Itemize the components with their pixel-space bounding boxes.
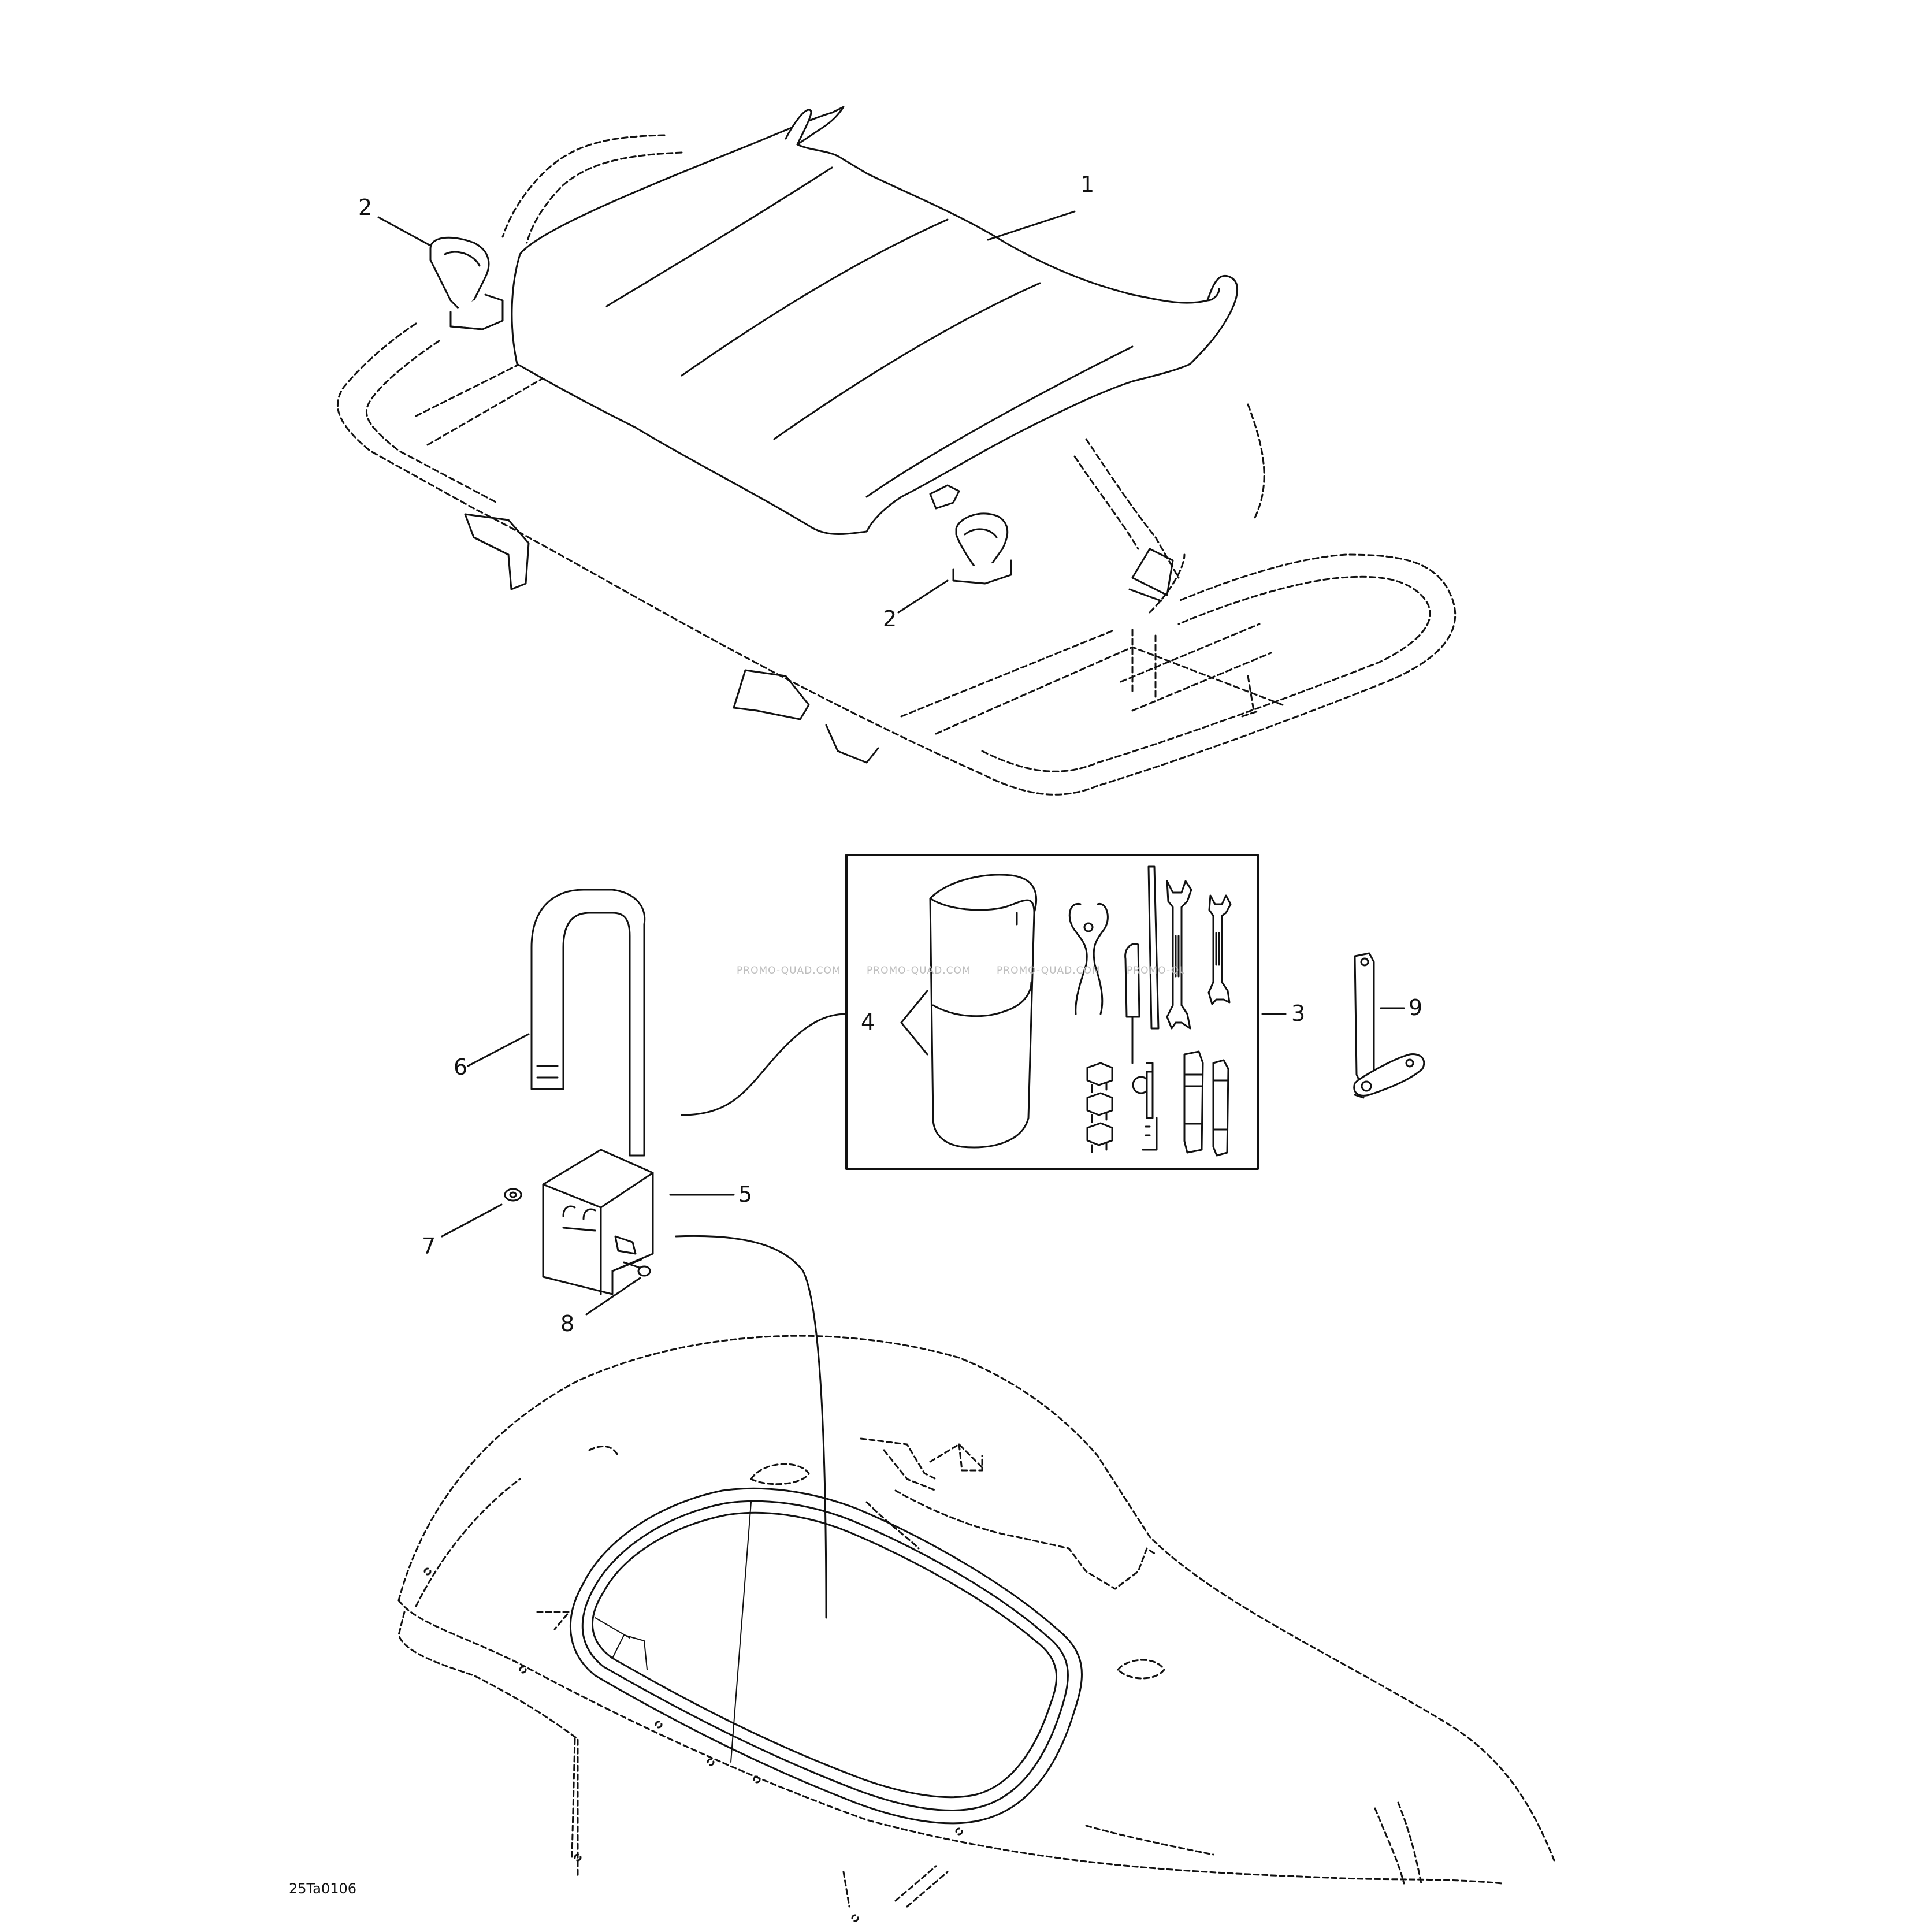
callout-7: 7 [422, 1233, 436, 1259]
tool-bag [929, 874, 1038, 1149]
rack-bracket-left [464, 513, 530, 590]
callout-5: 5 [738, 1182, 753, 1207]
fuse-puller [1132, 1062, 1158, 1151]
rack-bracket-front [733, 669, 879, 764]
leader-lines-top [377, 210, 1076, 614]
watermark-1: PROMO-QUAD.COM [737, 965, 841, 976]
latch-clip-upper [429, 236, 504, 330]
rack-bracket-right [1128, 548, 1174, 602]
watermark-3: PROMO-QUAD.COM [997, 965, 1101, 976]
socket-wrench-2 [1212, 1059, 1229, 1157]
washer [504, 1188, 522, 1202]
strap [530, 889, 646, 1157]
reference-code: 25Ta0106 [289, 1881, 357, 1897]
callout-9: 9 [1409, 995, 1423, 1020]
lever-tool [1353, 952, 1425, 1099]
socket-wrench-1 [1183, 1050, 1204, 1154]
rear-fender [397, 1335, 1555, 1922]
screwdriver [1124, 943, 1140, 1064]
fuses [1086, 1062, 1113, 1153]
callout-2-upper: 2 [358, 195, 373, 220]
wrench-small [1208, 894, 1232, 1005]
pliers [1068, 903, 1109, 1015]
callout-4: 4 [861, 1009, 875, 1035]
tool-kit-box [845, 854, 1259, 1170]
callout-8: 8 [560, 1311, 575, 1336]
callout-2-lower: 2 [883, 606, 897, 631]
leader-lines-holder [441, 1013, 848, 1619]
watermark-2: PROMO-QUAD.COM [867, 965, 971, 976]
watermark-4: PROMO-QUAD.COM [1127, 965, 1184, 976]
tommy-bar [1147, 865, 1160, 1030]
storage-compartment [569, 1487, 1083, 1825]
callout-1: 1 [1080, 172, 1095, 197]
latch-clip-lower [952, 512, 1012, 585]
rack-cover [511, 106, 1239, 535]
wrench-large [1166, 880, 1192, 1030]
screw [623, 1261, 651, 1277]
callout-3: 3 [1291, 1001, 1306, 1026]
holder-bracket [542, 1149, 654, 1295]
callout-6: 6 [454, 1054, 468, 1080]
leader-lines-bag [900, 990, 1287, 1056]
